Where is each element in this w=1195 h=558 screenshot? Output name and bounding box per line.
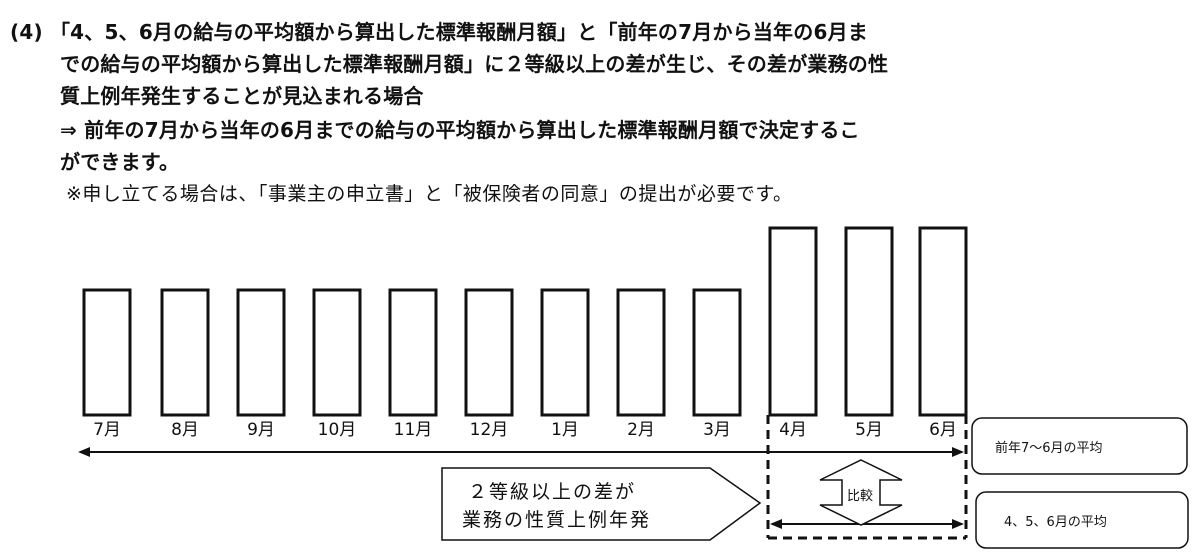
heading-line-5: ができます。 — [60, 150, 180, 174]
month-bar-2 — [616, 288, 666, 417]
heading-line-1: (4) 「4、5、6月の給与の平均額から算出した標準報酬月額」と「前年の7月から… — [10, 20, 868, 44]
month-bar-1 — [540, 288, 590, 417]
callout-line-1: ２等級以上の差が — [468, 481, 637, 503]
heading-text-1: 「4、5、6月の給与の平均額から算出した標準報酬月額」と「前年の7月から当年の6… — [49, 20, 868, 44]
heading-line-4: ⇒ 前年の7月から当年の6月までの給与の平均額から算出した標準報酬月額で決定する… — [60, 118, 860, 142]
month-bar-4 — [768, 226, 818, 417]
q-bracket — [766, 415, 968, 540]
compare-arrow — [819, 459, 903, 526]
heading-line-3: 質上例年発生することが見込まれる場合 — [60, 84, 424, 108]
month-bar-8 — [160, 288, 210, 417]
box-year-avg-label: 前年7〜6月の平均 — [995, 441, 1103, 456]
heading-number: (4) — [10, 20, 43, 44]
month-label-7: 7月 — [93, 420, 121, 440]
month-bar-9 — [236, 288, 286, 417]
callout-shape — [441, 467, 762, 541]
month-label-3: 3月 — [703, 420, 731, 440]
month-label-6: 6月 — [929, 420, 957, 440]
month-label-10: 10月 — [317, 420, 357, 440]
month-bar-3 — [692, 288, 742, 417]
month-label-8: 8月 — [171, 420, 199, 440]
month-bar-12 — [464, 288, 514, 417]
month-label-5: 5月 — [855, 420, 883, 440]
month-bar-5 — [844, 226, 894, 417]
month-bar-7 — [82, 288, 132, 417]
month-label-11: 11月 — [393, 420, 433, 440]
month-bar-6 — [918, 226, 968, 417]
box-q-avg-label: 4、5、6月の平均 — [1004, 515, 1107, 530]
month-label-9: 9月 — [247, 420, 275, 440]
compare-label: 比較 — [847, 489, 874, 504]
callout-line-2: 業務の性質上例年発 — [462, 509, 652, 531]
month-bar-10 — [312, 288, 362, 417]
month-label-1: 1月 — [551, 420, 579, 440]
month-label-2: 2月 — [627, 420, 655, 440]
box-year-avg — [971, 417, 1188, 475]
heading-line-2: での給与の平均額から算出した標準報酬月額」に２等級以上の差が生じ、その差が業務の… — [60, 52, 889, 76]
month-bar-11 — [388, 288, 438, 417]
month-label-12: 12月 — [469, 420, 509, 440]
note-line: ※申し立てる場合は、「事業主の申立書」と「被保険者の同意」の提出が必要です。 — [66, 183, 793, 205]
box-q-avg — [975, 491, 1189, 549]
month-label-4: 4月 — [779, 420, 807, 440]
